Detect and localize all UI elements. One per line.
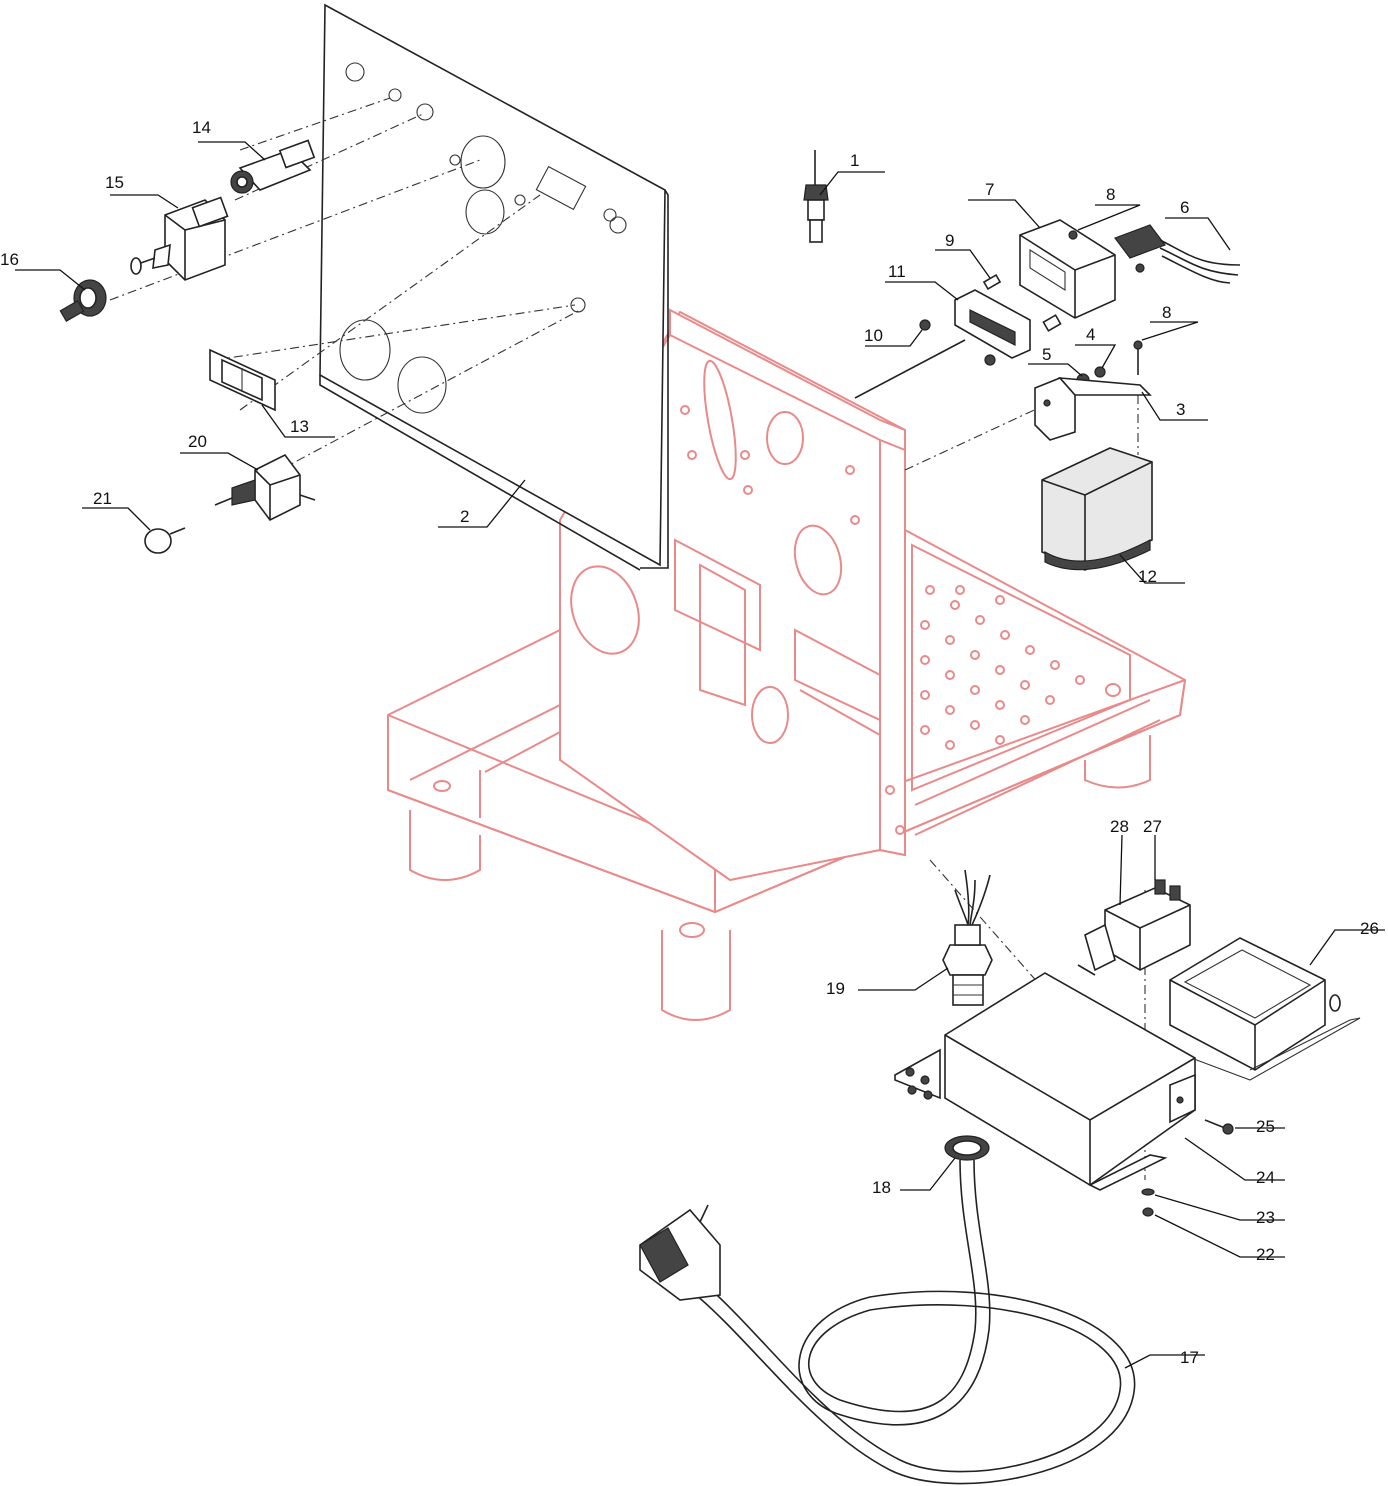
cable-connector-part — [1114, 224, 1241, 284]
label-8b: 8 — [1162, 303, 1171, 322]
label-15: 15 — [105, 173, 124, 192]
standoff-part — [982, 273, 1002, 291]
label-9: 9 — [945, 231, 954, 250]
label-18: 18 — [872, 1178, 891, 1197]
indicator-cap-part — [144, 527, 186, 554]
label-17: 17 — [1180, 1348, 1199, 1367]
label-12: 12 — [1138, 567, 1157, 586]
label-8a: 8 — [1106, 185, 1115, 204]
label-4: 4 — [1086, 325, 1095, 344]
label-24: 24 — [1256, 1168, 1275, 1187]
relay-part — [1077, 879, 1191, 976]
probe-part — [803, 150, 829, 243]
label-7: 7 — [985, 180, 994, 199]
label-6: 6 — [1180, 198, 1189, 217]
label-3: 3 — [1176, 400, 1185, 419]
label-21: 21 — [93, 489, 112, 508]
screw-part — [1068, 230, 1145, 375]
toggle-switch-part — [130, 196, 229, 281]
label-25: 25 — [1256, 1117, 1275, 1136]
hex-nut-part — [1142, 1207, 1154, 1217]
label-16: 16 — [0, 250, 19, 269]
bezel-frame-part — [209, 348, 276, 412]
grommet-part — [944, 1135, 990, 1161]
switch-cap-part — [59, 279, 107, 323]
front-panel — [319, 3, 669, 571]
label-23: 23 — [1256, 1208, 1275, 1227]
label-11: 11 — [888, 262, 906, 281]
box-screw-part — [1204, 1119, 1234, 1135]
lock-washer-part — [1141, 1188, 1155, 1196]
label-2: 2 — [460, 507, 469, 526]
capacitor-box-part — [1169, 937, 1361, 1081]
label-28: 28 — [1110, 817, 1129, 836]
transformer-part — [1041, 447, 1153, 571]
nut-part — [919, 319, 931, 331]
rocker-switch-part — [214, 453, 316, 522]
label-14: 14 — [192, 118, 211, 137]
label-5: 5 — [1042, 345, 1051, 364]
mounting-arrow — [854, 339, 966, 399]
part-labels: 1 2 3 4 5 6 7 8 8 9 10 11 12 13 14 15 16 — [0, 118, 1385, 1369]
label-1: 1 — [850, 151, 859, 170]
label-22: 22 — [1256, 1245, 1275, 1264]
label-26: 26 — [1360, 919, 1379, 938]
perforated-floor — [911, 543, 1131, 792]
d-sub-connector-part — [954, 289, 1062, 359]
cable-gland-part — [942, 869, 993, 1006]
nut-part-2 — [984, 354, 996, 366]
fuse-holder-part — [230, 139, 316, 194]
label-13: 13 — [290, 417, 309, 436]
washer-part-2 — [1094, 366, 1106, 378]
power-cord-part — [639, 1159, 1136, 1485]
label-27: 27 — [1143, 817, 1162, 836]
label-20: 20 — [188, 432, 207, 451]
connector-housing-part — [1019, 219, 1116, 319]
label-19: 19 — [826, 979, 845, 998]
electrical-box-part — [894, 972, 1196, 1191]
label-10: 10 — [864, 326, 883, 345]
bracket-part — [1034, 377, 1152, 441]
